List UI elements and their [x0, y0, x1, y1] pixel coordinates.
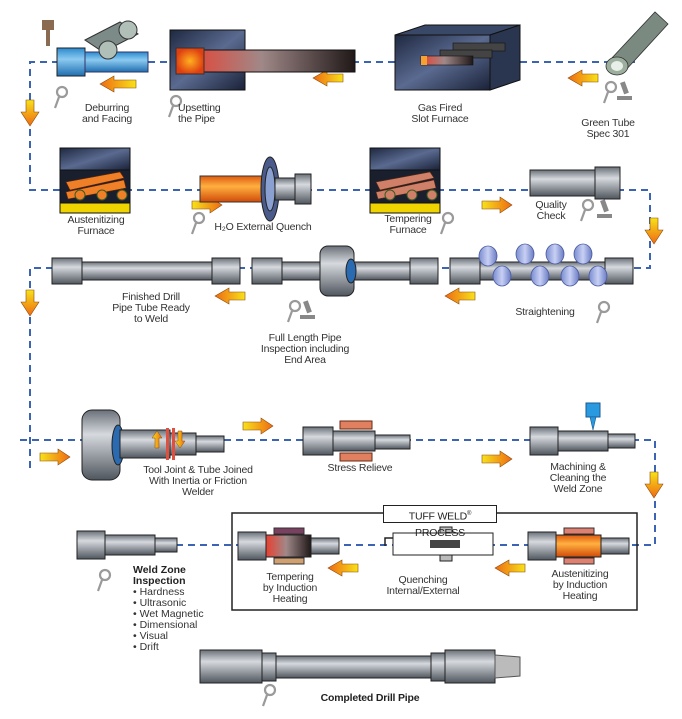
stress-relieve-illustration — [302, 420, 411, 462]
step-label-tempering-induction: Tempering by Induction Heating — [262, 571, 318, 605]
upsetting-illustration — [169, 29, 356, 91]
step-label-tempering-furnace: Tempering Furnace — [384, 213, 432, 236]
inspection-item: Visual — [133, 631, 204, 642]
inspection-item: Hardness — [133, 587, 204, 598]
weld-zone-inspection-heading: Weld Zone Inspection — [133, 564, 186, 587]
arrow-down-icon — [644, 217, 664, 245]
magnifier-icon — [53, 85, 69, 109]
magnifier-icon — [190, 211, 206, 235]
machining-illustration — [529, 402, 636, 456]
finished-tube-illustration — [51, 257, 241, 285]
arrow-left-icon — [99, 75, 137, 93]
step-label-austenitizing-induction: Austenitizing by Induction Heating — [551, 568, 609, 602]
arrow-down-icon — [20, 289, 40, 317]
microscope-icon — [617, 81, 632, 100]
step-label-machining: Machining & Cleaning the Weld Zone — [549, 461, 607, 495]
friction-welder-illustration — [81, 409, 225, 481]
weld-zone-pipe-illustration — [76, 530, 178, 560]
inspection-item: Wet Magnetic — [133, 609, 204, 620]
arrow-left-icon — [567, 69, 599, 87]
arrow-right-icon — [481, 450, 513, 468]
magnifier-icon — [579, 198, 595, 222]
step-label-green-tube: Green Tube Spec 301 — [581, 117, 635, 140]
arrow-left-icon — [327, 559, 359, 577]
step-label-upsetting: Upsetting the Pipe — [178, 102, 221, 125]
tempering-furnace-illustration — [369, 147, 441, 214]
arrow-left-icon — [444, 287, 476, 305]
quenching-illustration — [384, 526, 494, 562]
tempering-induction-illustration — [237, 527, 340, 565]
step-label-gas-fired-slot-furnace: Gas Fired Slot Furnace — [411, 102, 469, 125]
magnifier-icon — [439, 211, 455, 235]
straightening-illustration — [449, 243, 634, 287]
step-label-finished-tube: Finished Drill Pipe Tube Ready to Weld — [112, 291, 190, 325]
step-label-full-length-inspection: Full Length Pipe Inspection including En… — [260, 332, 350, 366]
step-label-external-quench: H₂O External Quench — [214, 221, 312, 233]
step-label-quenching: Quenching Internal/External — [386, 574, 460, 597]
arrow-right-icon — [39, 448, 71, 466]
step-label-friction-weld: Tool Joint & Tube Joined With Inertia or… — [143, 464, 253, 498]
step-label-deburring: Deburring and Facing — [82, 102, 132, 125]
microscope-icon — [597, 199, 612, 218]
weld-zone-inspection-list: Weld Zone Inspection Hardness Ultrasonic… — [133, 565, 204, 653]
tuff-weld-process-title: TUFF WELD® PROCESS — [383, 505, 497, 539]
quality-check-illustration — [529, 166, 621, 200]
austenitizing-furnace-illustration — [59, 147, 131, 214]
magnifier-icon — [96, 568, 112, 592]
arrow-down-icon — [174, 430, 186, 449]
step-label-stress-relieve: Stress Relieve — [327, 462, 393, 474]
green-tube-illustration — [605, 11, 669, 76]
magnifier-icon — [595, 300, 611, 324]
austenitizing-induction-illustration — [527, 527, 630, 565]
arrow-right-icon — [481, 196, 513, 214]
magnifier-icon — [167, 94, 183, 118]
arrow-left-icon — [494, 559, 526, 577]
arrow-down-icon — [20, 99, 40, 127]
arrow-left-icon — [214, 287, 246, 305]
microscope-icon — [300, 300, 315, 319]
full-length-inspection-illustration — [251, 245, 439, 297]
arrow-right-icon — [242, 417, 274, 435]
inspection-item: Ultrasonic — [133, 598, 204, 609]
step-label-quality-check: Quality Check — [535, 199, 567, 222]
step-label-austenitizing-furnace: Austenitizing Furnace — [67, 214, 125, 237]
slot-furnace-illustration — [394, 24, 521, 91]
completed-drill-pipe-illustration — [199, 649, 521, 684]
magnifier-icon — [261, 683, 277, 707]
inspection-item: Dimensional — [133, 620, 204, 631]
deburring-illustration — [42, 20, 149, 77]
arrow-down-icon — [644, 471, 664, 499]
quench-illustration — [199, 156, 312, 222]
arrow-up-icon — [151, 430, 163, 449]
step-label-completed-pipe: Completed Drill Pipe — [320, 692, 420, 704]
magnifier-icon — [286, 299, 302, 323]
magnifier-icon — [602, 80, 618, 104]
step-label-straightening: Straightening — [515, 306, 575, 318]
inspection-item: Drift — [133, 642, 204, 653]
